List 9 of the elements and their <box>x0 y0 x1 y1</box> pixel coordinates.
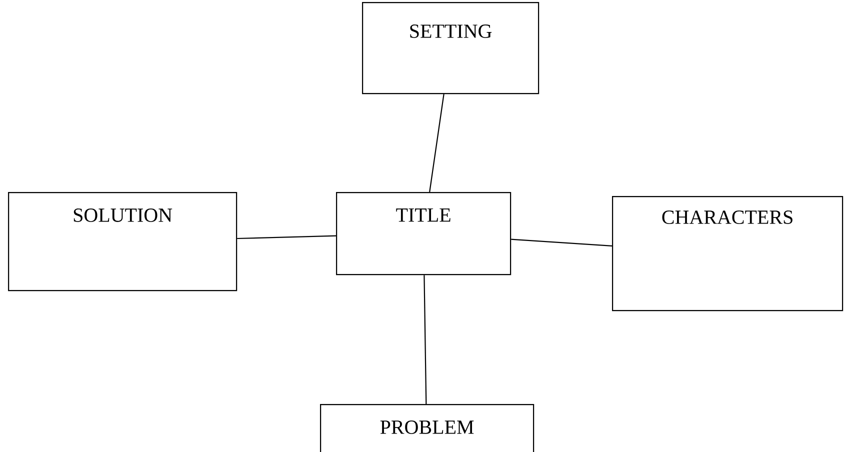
text-box: SETTING <box>362 2 540 94</box>
connector-line <box>237 235 336 240</box>
text-box: TITLE <box>336 192 512 276</box>
connector-line <box>429 94 444 192</box>
text-box: CHARACTERS <box>612 196 844 312</box>
connector-line <box>511 238 612 246</box>
text-box: SOLUTION <box>8 192 238 292</box>
text-box: PROBLEM <box>320 404 534 452</box>
connector-line <box>424 275 427 404</box>
